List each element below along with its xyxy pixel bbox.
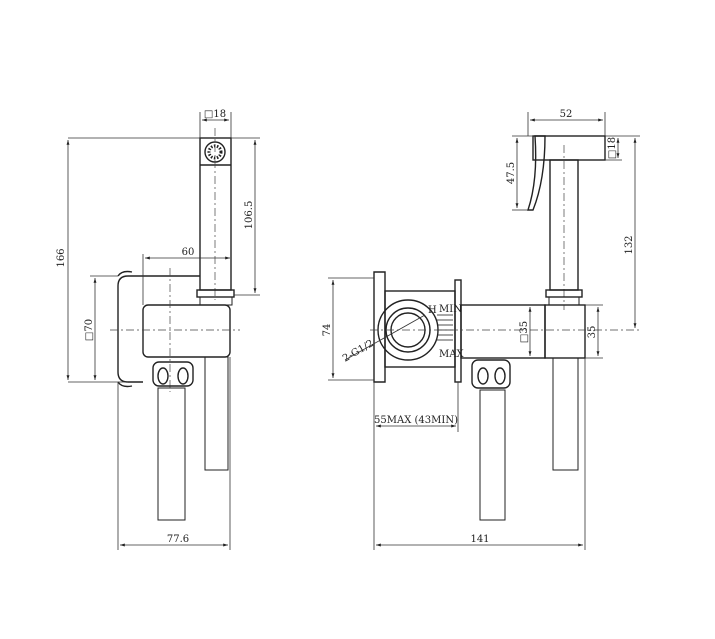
dim-handle-square: □18 [607,137,618,159]
wall-plate [117,275,143,383]
dim-overall-width: 77.6 [167,534,189,545]
handle-body [199,137,232,291]
dim-plate-square: □70 [84,319,95,341]
outlet-block [544,304,586,359]
max-mark: MAX [439,349,464,360]
lever [527,135,546,211]
dim-block-height: 35 [587,326,598,339]
dim-handle-square: □18 [204,109,226,120]
shower-hose [204,356,229,471]
dim-handle-length: 106.5 [244,201,255,230]
pipe [460,304,546,359]
valve-body [142,304,231,358]
side-view: H MIN MAX 2-G1/2 52 □18 47.5 132 35 □35 … [322,109,640,550]
wall-box-flange [373,271,386,383]
front-view: 166 106.5 □18 60 □70 77.6 [56,109,260,550]
min-mark: MIN [439,304,462,315]
dim-head-width: 52 [560,109,573,120]
dim-pipe-square: □35 [519,321,530,343]
dim-overall-height: 166 [56,248,67,267]
hot-mark: H [428,305,437,316]
inlet-thread-label: 2-G1/2 [341,338,376,364]
dim-handle-height: 132 [624,235,635,254]
dim-lever-height: 47.5 [506,162,517,184]
dim-overall-depth: 141 [470,534,489,545]
supply-hose [479,389,506,521]
dim-box-height: 74 [322,324,333,337]
dim-body-width: 60 [182,247,195,258]
handle-head [532,135,606,161]
shower-hose [552,357,579,471]
dim-wall-depth: 55MAX (43MIN) [374,415,458,426]
supply-hose [157,387,186,521]
cover-plate [454,279,462,383]
hose-nut [152,361,194,387]
